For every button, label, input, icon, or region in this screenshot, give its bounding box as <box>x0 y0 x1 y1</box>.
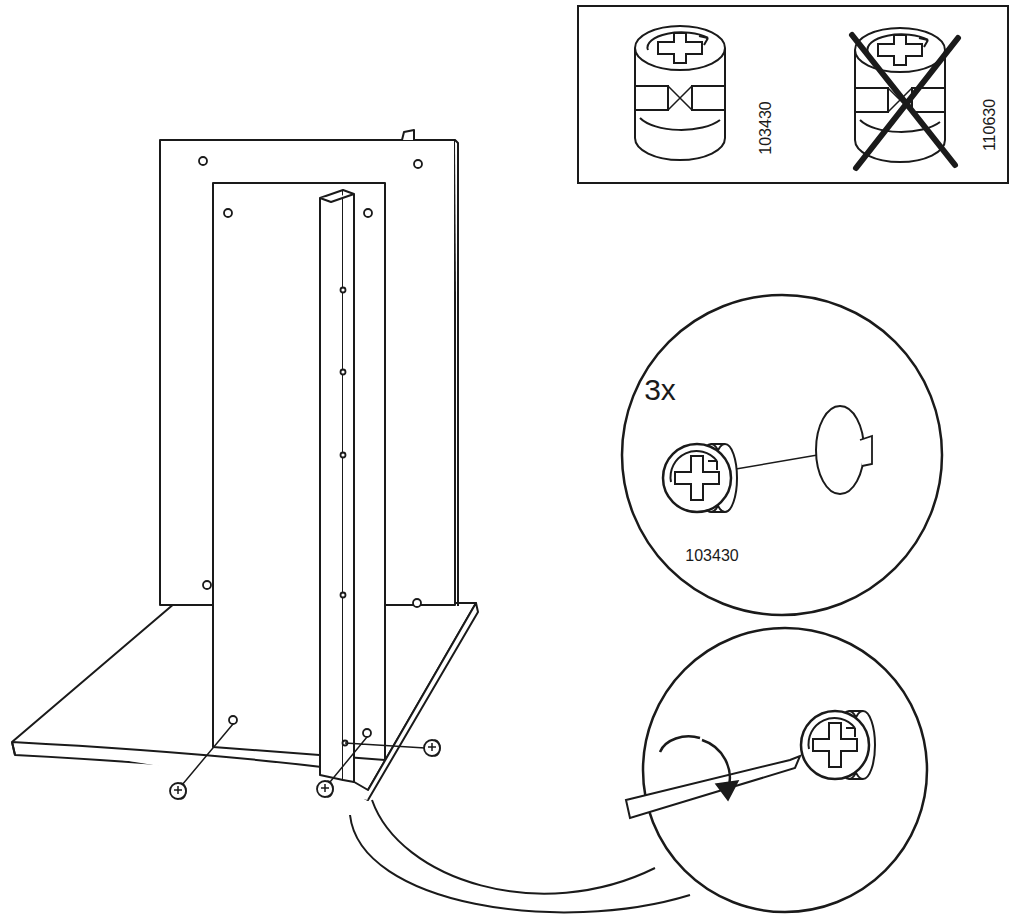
cam-lock <box>663 444 737 512</box>
hole <box>816 406 864 494</box>
cross-mark <box>852 35 958 168</box>
part-number: 110630 <box>982 99 998 151</box>
quantity: 3x <box>644 375 676 405</box>
rotation-arrow <box>660 736 700 752</box>
hole <box>199 157 422 746</box>
cam-lock <box>635 26 725 160</box>
screwdriver <box>626 756 800 818</box>
cam-lock <box>801 711 875 779</box>
detail-circle <box>622 295 942 615</box>
callout-tail <box>350 800 690 912</box>
inset-box <box>578 6 1008 183</box>
furniture <box>12 130 478 800</box>
cam-lock <box>317 781 333 797</box>
part-number: 103430 <box>685 548 738 564</box>
cam-lock <box>170 783 186 799</box>
arrow-head <box>716 781 738 800</box>
part-number: 103430 <box>758 101 774 154</box>
cam-lock <box>424 740 440 756</box>
leader-line <box>182 724 425 785</box>
